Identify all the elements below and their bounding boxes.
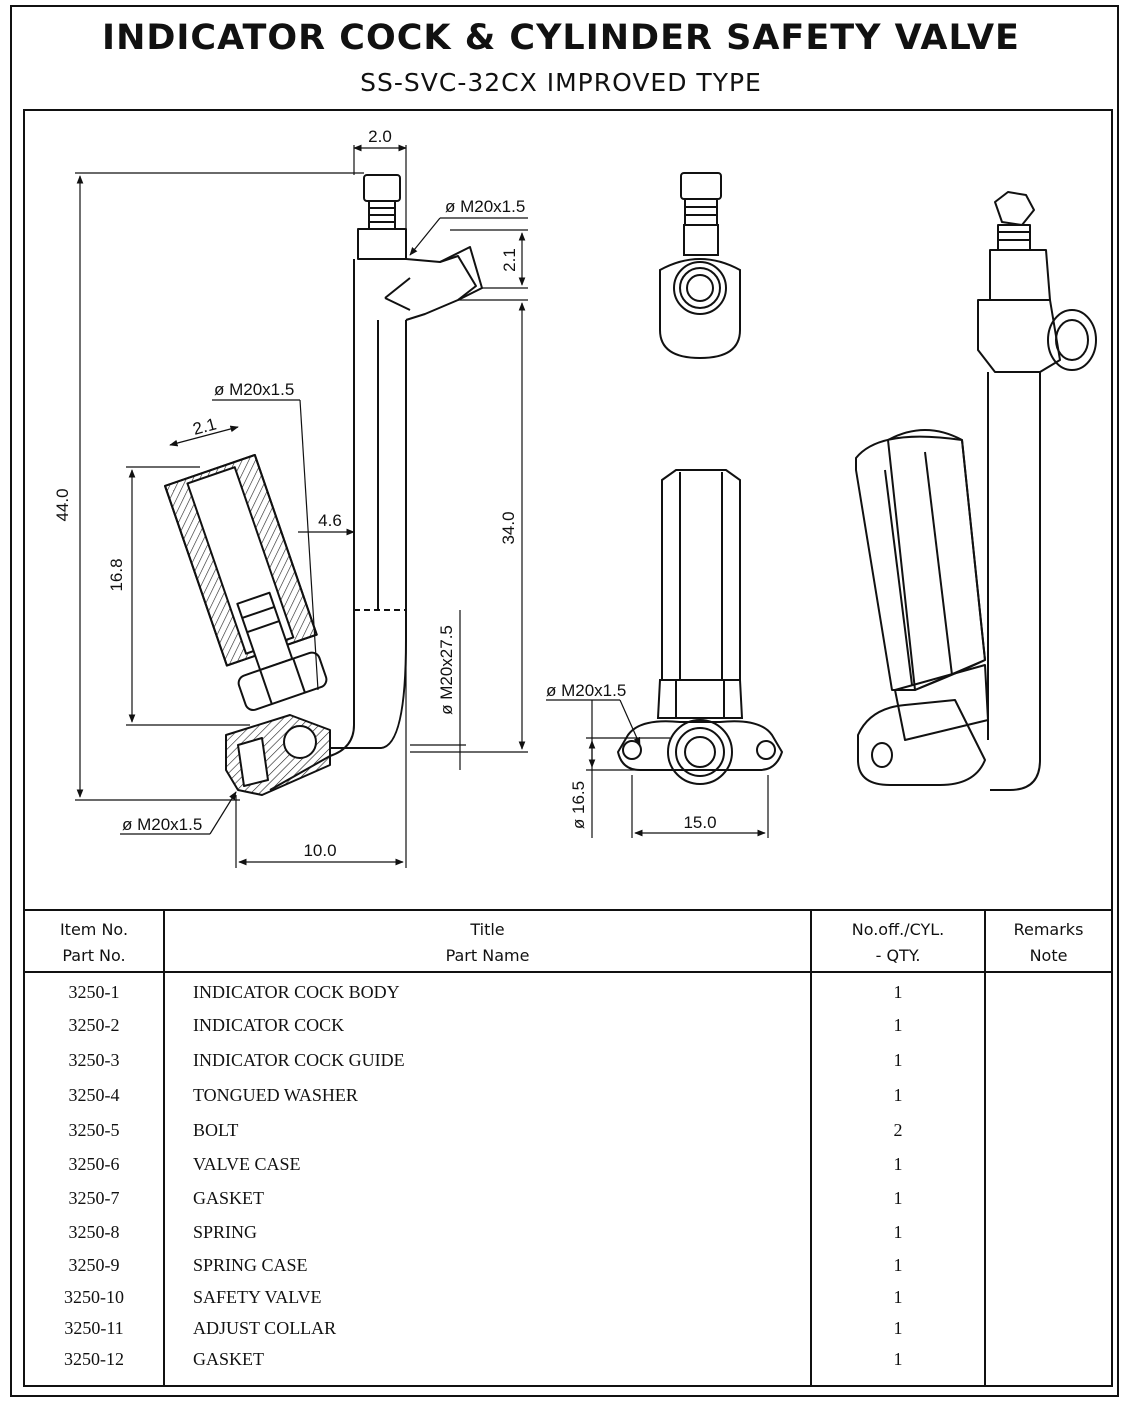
- part-number-cell: 3250-10: [64, 1287, 124, 1307]
- part-name-cell: INDICATOR COCK: [193, 1015, 345, 1035]
- header-qty: No.off./CYL. - QTY.: [811, 917, 985, 969]
- table-frame: [23, 909, 1113, 1387]
- part-name-cell: SPRING CASE: [193, 1255, 308, 1275]
- quantity-cell: 1: [893, 1050, 903, 1070]
- dim-2-1-left: 2.1: [191, 414, 219, 438]
- quantity-cell: 2: [893, 1120, 903, 1140]
- quantity-cell: 1: [893, 1085, 903, 1105]
- front-view-dimensions: [546, 699, 769, 838]
- header-item-line1: Item No.: [59, 920, 129, 939]
- part-number-cell: 3250-5: [68, 1120, 120, 1140]
- part-number-cell: 3250-4: [68, 1085, 120, 1105]
- part-number-cell: 3250-11: [64, 1318, 124, 1338]
- isometric-view: [855, 191, 1097, 791]
- dim-m20x27-5: ø M20x27.5: [437, 625, 456, 715]
- quantity-cell: 1: [893, 1015, 903, 1035]
- part-name-cell: INDICATOR COCK BODY: [193, 982, 400, 1002]
- dim-44-0: 44.0: [53, 488, 72, 521]
- dim-10-0: 10.0: [303, 841, 336, 860]
- part-name-cell: ADJUST COLLAR: [193, 1318, 337, 1338]
- top-nut-shape: [363, 174, 401, 202]
- header-title-line2: Part Name: [445, 946, 530, 965]
- part-name-cell: GASKET: [193, 1349, 264, 1369]
- dim-2-1-right: 2.1: [500, 248, 519, 272]
- quantity-cell: 1: [893, 982, 903, 1002]
- part-name-cell: GASKET: [193, 1188, 264, 1208]
- header-qty-line1: No.off./CYL.: [851, 920, 945, 939]
- header-item-line2: Part No.: [62, 946, 126, 965]
- quantity-cell: 1: [893, 1188, 903, 1208]
- header-remarks-line1: Remarks: [1013, 920, 1084, 939]
- dim-16-5: ø 16.5: [569, 781, 588, 829]
- part-number-cell: 3250-3: [68, 1050, 120, 1070]
- part-name-cell: BOLT: [193, 1120, 239, 1140]
- dim-4-6: 4.6: [318, 511, 342, 530]
- part-number-cell: 3250-1: [68, 982, 120, 1002]
- page-subtitle: SS-SVC-32CX IMPROVED TYPE: [360, 68, 762, 97]
- dim-34-0: 34.0: [499, 511, 518, 544]
- dim-m20-flange: ø M20x1.5: [546, 681, 626, 700]
- front-view: [616, 469, 784, 785]
- dim-16-8: 16.8: [107, 558, 126, 591]
- outer-frame: [10, 5, 1119, 1397]
- part-number-cell: 3250-6: [68, 1154, 120, 1174]
- part-name-cell: INDICATOR COCK GUIDE: [193, 1050, 405, 1070]
- header-title: Title Part Name: [164, 917, 811, 969]
- dim-15-0: 15.0: [683, 813, 716, 832]
- top-body-shape: [357, 228, 407, 260]
- dim-2-0: 2.0: [368, 127, 392, 146]
- header-remarks: Remarks Note: [985, 917, 1112, 969]
- quantity-cell: 1: [893, 1318, 903, 1338]
- part-name-cell: VALVE CASE: [193, 1154, 301, 1174]
- part-number-cell: 3250-9: [68, 1255, 120, 1275]
- header-remarks-line2: Note: [1029, 946, 1068, 965]
- part-number-cell: 3250-7: [68, 1188, 120, 1208]
- quantity-cell: 1: [893, 1349, 903, 1369]
- section-dimensions: [75, 144, 528, 868]
- part-name-cell: TONGUED WASHER: [193, 1085, 358, 1105]
- header-item-no: Item No. Part No.: [24, 917, 164, 969]
- header-title-line1: Title: [470, 920, 505, 939]
- dim-m20-bottom: ø M20x1.5: [122, 815, 202, 834]
- part-number-cell: 3250-8: [68, 1222, 120, 1242]
- quantity-cell: 1: [893, 1154, 903, 1174]
- table-grid: [24, 910, 1112, 1386]
- page-title: INDICATOR COCK & CYLINDER SAFETY VALVE: [102, 18, 1020, 58]
- part-name-cell: SPRING: [193, 1222, 258, 1242]
- dim-m20-top: ø M20x1.5: [445, 197, 525, 216]
- part-name-cell: SAFETY VALVE: [193, 1287, 322, 1307]
- part-number-cell: 3250-12: [64, 1349, 124, 1369]
- collar-nut-shape: [237, 651, 328, 711]
- header-qty-line2: - QTY.: [875, 946, 921, 965]
- quantity-cell: 1: [893, 1222, 903, 1242]
- section-view: [164, 174, 483, 796]
- part-number-cell: 3250-2: [68, 1015, 120, 1035]
- dim-m20-mid: ø M20x1.5: [214, 380, 294, 399]
- quantity-cell: 1: [893, 1255, 903, 1275]
- quantity-cell: 1: [893, 1287, 903, 1307]
- top-view: [659, 172, 741, 360]
